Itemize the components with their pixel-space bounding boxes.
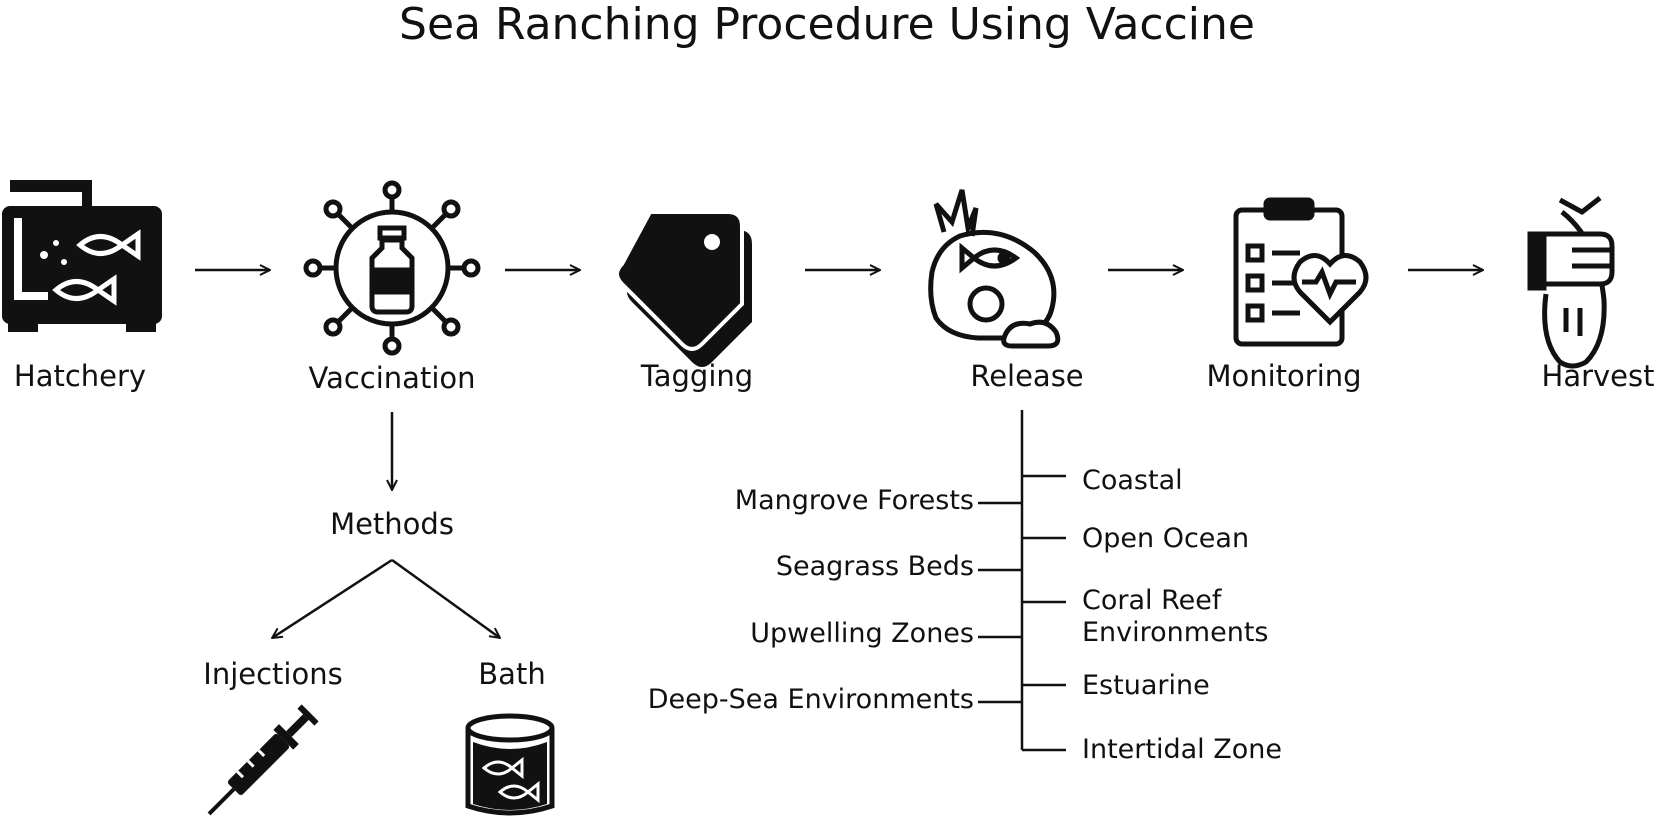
site-open-ocean: Open Ocean [1082,523,1250,554]
fish-bath-icon [465,713,555,816]
step-label-tagging: Tagging [640,359,754,393]
arrow-methods-to-injections [272,558,393,638]
step-label-harvest: Harvest [1541,359,1654,393]
clipboard-heart-icon [1233,197,1369,347]
site-estuarine: Estuarine [1082,670,1210,701]
step-label-monitoring: Monitoring [1206,359,1362,393]
tag-icon [615,210,752,367]
fish-tank-icon [2,180,162,332]
site-mangrove-forests: Mangrove Forests [734,485,974,516]
site-intertidal-zone: Intertidal Zone [1082,734,1282,765]
hand-holding-fish-icon [1527,196,1615,369]
release-site-tree [978,410,1066,752]
site-seagrass-beds: Seagrass Beds [775,551,974,582]
step-label-release: Release [970,359,1084,393]
flow-arrows [195,270,1483,638]
vaccine-vial-icon [303,180,481,356]
fish-habitat-icon [928,189,1061,349]
diagram-title: Sea Ranching Procedure Using Vaccine [399,0,1255,50]
method-label-injections: Injections [203,657,343,691]
methods-heading: Methods [330,507,454,541]
syringe-icon [207,704,319,816]
site-coastal: Coastal [1082,465,1183,496]
site-deep-sea-environments: Deep-Sea Environments [647,684,974,715]
site-coral-reef-environments: Coral Reef Environments [1082,585,1269,648]
step-label-hatchery: Hatchery [13,359,147,393]
arrow-methods-to-bath [391,558,500,638]
step-label-vaccination: Vaccination [308,361,476,395]
site-upwelling-zones: Upwelling Zones [750,618,974,649]
method-label-bath: Bath [478,657,546,691]
